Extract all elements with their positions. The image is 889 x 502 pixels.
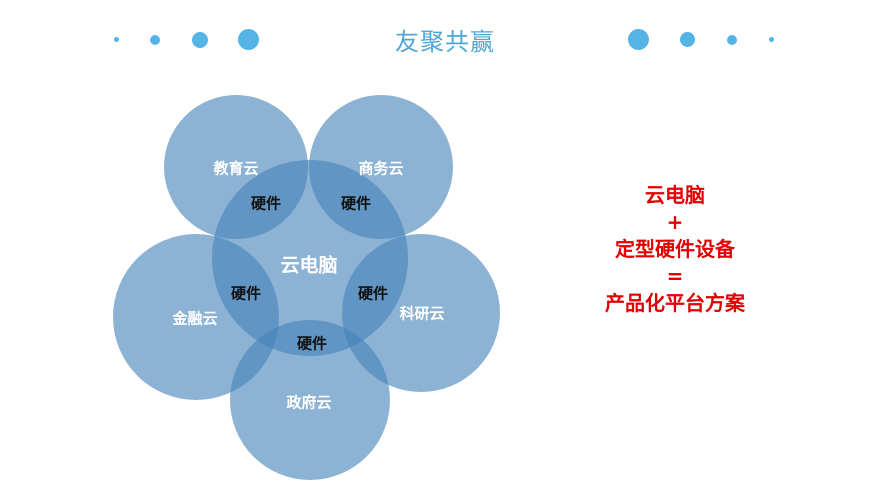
circle-cloud-pc bbox=[212, 160, 408, 356]
label-finance-cloud: 金融云 bbox=[172, 309, 218, 328]
formula-plus: + bbox=[666, 210, 684, 234]
label-hardware-3: 硬件 bbox=[230, 284, 262, 303]
formula-hardware: 定型硬件设备 bbox=[615, 237, 735, 261]
decor-dot-left-2 bbox=[150, 35, 160, 45]
decor-dot-right-3 bbox=[727, 35, 737, 45]
label-cloud-pc: 云电脑 bbox=[280, 254, 338, 277]
label-business-cloud: 商务云 bbox=[358, 159, 404, 178]
label-hardware-2: 硬件 bbox=[340, 194, 372, 213]
label-hardware-5: 硬件 bbox=[296, 334, 328, 353]
formula-block: 云电脑 + 定型硬件设备 = 产品化平台方案 bbox=[590, 182, 760, 317]
label-hardware-1: 硬件 bbox=[250, 194, 282, 213]
decor-dot-left-1 bbox=[114, 37, 119, 42]
label-research-cloud: 科研云 bbox=[399, 304, 445, 323]
decor-dot-left-4 bbox=[238, 29, 259, 50]
label-hardware-4: 硬件 bbox=[357, 284, 389, 303]
decor-dot-left-3 bbox=[192, 32, 208, 48]
label-education-cloud: 教育云 bbox=[213, 159, 259, 178]
decor-dot-right-4 bbox=[769, 37, 774, 42]
decor-dot-right-2 bbox=[680, 32, 695, 47]
formula-cloud-pc: 云电脑 bbox=[645, 183, 705, 207]
label-government-cloud: 政府云 bbox=[286, 393, 332, 412]
formula-solution: 产品化平台方案 bbox=[605, 291, 745, 315]
page-title: 友聚共赢 bbox=[395, 28, 495, 56]
decor-dot-right-1 bbox=[628, 29, 649, 50]
formula-equals: = bbox=[666, 264, 684, 288]
